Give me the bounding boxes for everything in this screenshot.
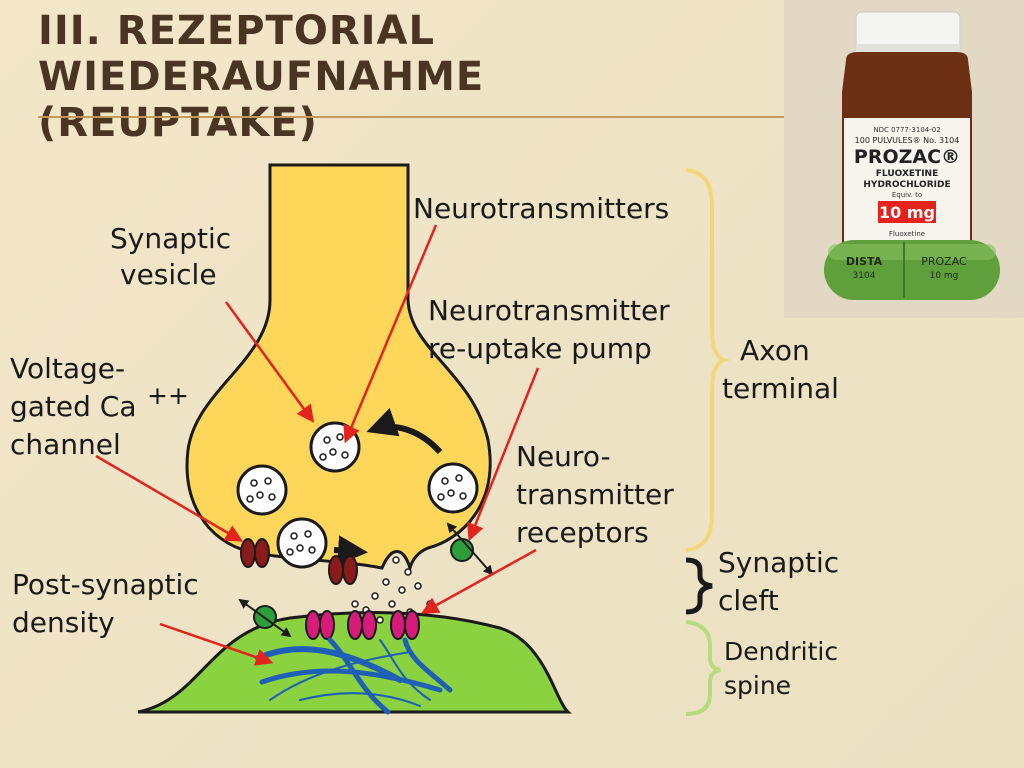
vesicle-bottom [276, 517, 328, 569]
arrow-reuptake-pump [467, 367, 540, 542]
arrow-synaptic-vesicle [224, 301, 315, 423]
label-receptors-1: Neuro- [516, 440, 611, 473]
brace-dendritic-spine [685, 620, 721, 716]
label-receptors-3: receptors [516, 516, 649, 549]
label-synaptic-vesicle-1: Synaptic [110, 222, 231, 255]
label-fluoxetine: Fluoxetine [889, 230, 925, 238]
brace-axon-terminal [685, 168, 731, 552]
arrow-voltage-gated [95, 454, 244, 542]
reuptake-pump-pre [446, 522, 494, 576]
fusion-arrow [333, 535, 368, 566]
label-brand: PROZAC® [854, 146, 960, 168]
arrow-post-synaptic [159, 622, 274, 666]
vesicle-left [236, 464, 288, 516]
label-post-synaptic-1: Post-synaptic [12, 568, 199, 601]
label-generic-1: FLUOXETINE [876, 169, 938, 179]
ca-channel-left [240, 538, 270, 568]
label-ndc: NDC 0777-3104-02 [873, 126, 940, 134]
receptor-3 [390, 610, 420, 640]
capsule-text-dose: 10 mg [930, 271, 959, 281]
recycle-arrow [366, 407, 443, 455]
label-voltage-gated-sup: ++ [147, 381, 189, 410]
label-receptors-2: transmitter [516, 478, 674, 511]
receptor-2 [347, 610, 377, 640]
label-synaptic-vesicle-2: vesicle [120, 258, 217, 291]
label-dose: 10 mg [879, 203, 935, 222]
label-equiv: Equiv. to [892, 191, 922, 199]
reuptake-pump-post [238, 598, 292, 638]
receptor-1 [305, 610, 335, 640]
label-voltage-gated-1: Voltage- [10, 352, 125, 385]
prozac-bottle-photo: NDC 0777-3104-02 100 PULVULES® No. 3104 … [784, 0, 1024, 318]
label-axon-terminal-2: terminal [722, 372, 839, 405]
dendritic-spine-shape [137, 611, 572, 714]
label-dendritic-spine-2: spine [724, 671, 791, 700]
label-post-synaptic-2: density [12, 606, 115, 639]
brace-synaptic-cleft [685, 557, 713, 615]
label-voltage-gated-2: gated Ca [10, 390, 137, 423]
capsule-text-dista: DISTA [846, 255, 883, 268]
slide-title: III. Rezeptorial Wiederaufnahme (Reuptak… [38, 8, 485, 146]
label-generic-2: HYDROCHLORIDE [863, 180, 950, 190]
arrow-receptors [420, 548, 537, 614]
label-synaptic-cleft-1: Synaptic [718, 546, 839, 579]
vesicle-right [427, 462, 479, 514]
ca-channel-middle [328, 555, 358, 585]
vesicle-top [309, 421, 361, 473]
label-count: 100 PULVULES® No. 3104 [855, 136, 960, 145]
capsule-text-prozac: PROZAC [921, 255, 967, 268]
label-axon-terminal-1: Axon [740, 334, 810, 367]
arrow-neurotransmitters [343, 224, 438, 444]
title-rule [38, 116, 784, 118]
label-reuptake-pump-2: re-uptake pump [428, 332, 652, 365]
label-reuptake-pump-1: Neurotransmitter [428, 294, 670, 327]
label-synaptic-cleft-2: cleft [718, 584, 779, 617]
label-voltage-gated-3: channel [10, 428, 121, 461]
label-neurotransmitters: Neurotransmitters [413, 192, 669, 225]
label-dendritic-spine-1: Dendritic [724, 637, 838, 666]
capsule-text-3104: 3104 [853, 271, 876, 281]
